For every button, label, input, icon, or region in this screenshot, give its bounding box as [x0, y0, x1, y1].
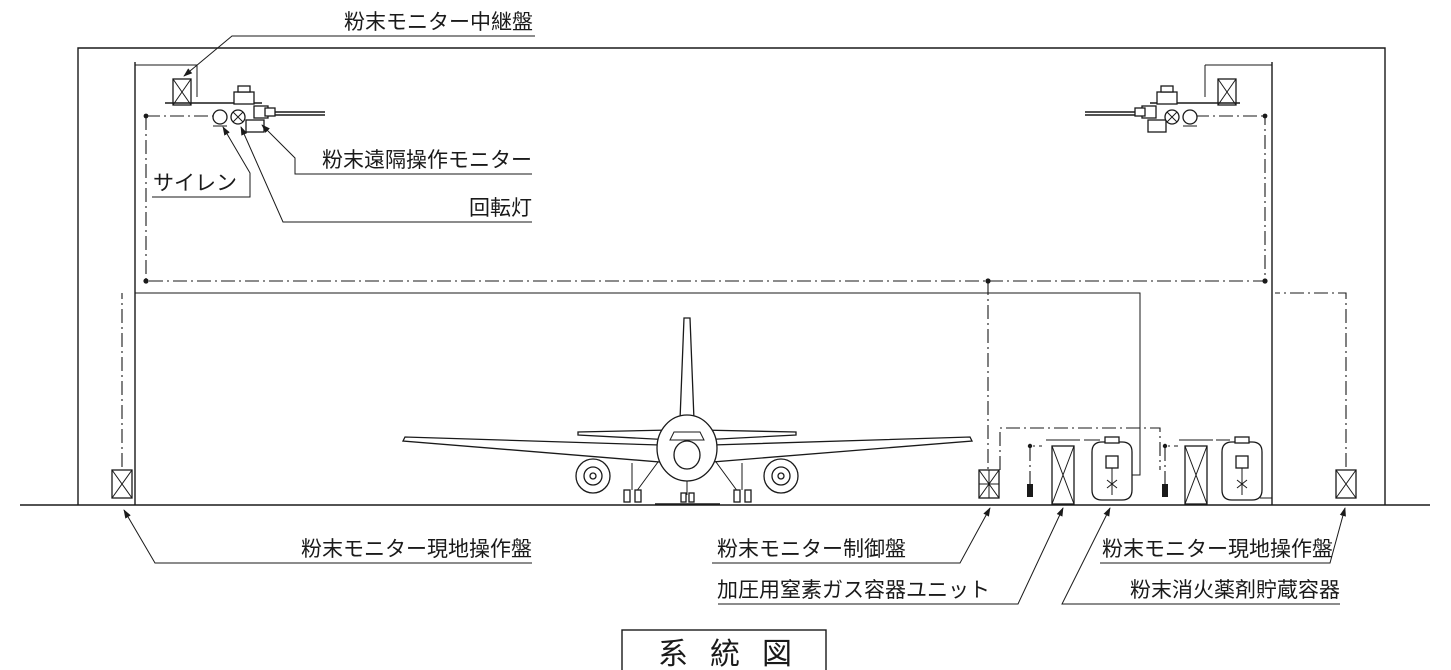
nitrogen-unit-1	[1027, 439, 1080, 505]
nitrogen-unit-label: 加圧用窒素ガス容器ユニット	[717, 578, 990, 602]
nitrogen-unit-2	[1162, 439, 1213, 505]
siren-left-icon	[212, 109, 228, 127]
rotating-light-left-icon	[230, 109, 246, 125]
diagram-title: 系統図	[621, 629, 827, 670]
relay-panel-left	[172, 78, 192, 106]
siren-right-icon	[1182, 109, 1198, 127]
title-text: 系統図	[658, 637, 814, 670]
leader-lines	[123, 35, 1346, 605]
relay-panel-label: 粉末モニター中継盤	[344, 10, 533, 34]
relay-panel-right	[1217, 78, 1237, 106]
local-panel-right	[1335, 469, 1357, 499]
rotating-light-right-icon	[1164, 109, 1180, 125]
remote-monitor-label: 粉末遠隔操作モニター	[322, 148, 532, 172]
local-panel-right-label: 粉末モニター現地操作盤	[1102, 537, 1333, 561]
junction-dots	[143, 113, 1268, 449]
local-panel-left-label: 粉末モニター現地操作盤	[301, 537, 532, 561]
agent-container-1	[1084, 436, 1133, 501]
wiring-lines	[121, 64, 1347, 499]
agent-container-2	[1216, 436, 1263, 501]
control-panel	[978, 469, 1000, 499]
aircraft-icon	[401, 317, 974, 505]
remote-monitor-right	[1085, 85, 1240, 133]
hangar-structure	[20, 47, 1430, 506]
control-panel-label: 粉末モニター制御盤	[717, 537, 906, 561]
local-panel-left	[111, 469, 133, 499]
siren-label: サイレン	[153, 171, 237, 195]
agent-container-label: 粉末消火薬剤貯蔵容器	[1130, 578, 1340, 602]
remote-monitor-left	[165, 85, 325, 133]
rotating-light-label: 回転灯	[469, 196, 532, 220]
